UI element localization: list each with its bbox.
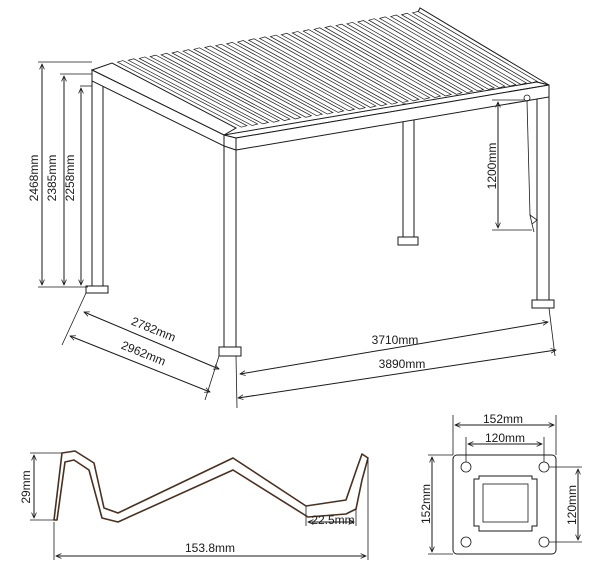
- base-plate-view: 152mm 120mm 152mm 120mm: [419, 412, 582, 555]
- louvre-profile: [53, 450, 369, 523]
- plate-height-outer-label: 152mm: [419, 484, 433, 524]
- louvre-slat: [324, 25, 453, 97]
- crank-mechanism: [523, 94, 538, 233]
- bolt-hole-icon: [538, 461, 550, 473]
- louvre-slat: [389, 14, 517, 87]
- height-dimensions: 2468mm 2385mm 2258mm: [27, 61, 92, 288]
- louvre-slat: [335, 23, 463, 95]
- width-inner-label: 3710mm: [372, 333, 419, 347]
- louvre-slat: [116, 60, 248, 128]
- louvre-slat: [378, 16, 506, 89]
- louvre-slat: [138, 56, 270, 125]
- base-plate-outline: [452, 454, 557, 555]
- depth-inner-label: 2782mm: [129, 314, 178, 344]
- depth-dimensions: 2782mm 2962mm: [61, 292, 219, 401]
- louvre-slat: [171, 51, 302, 120]
- louvre-slat: [302, 29, 431, 100]
- louvre-slat: [247, 38, 377, 108]
- louvre-slat: [291, 31, 420, 102]
- louvre-slat: [356, 20, 485, 92]
- profile-height-label: 29mm: [19, 470, 33, 503]
- louvre-slat: [313, 27, 442, 98]
- louvre-slat: [269, 34, 399, 105]
- louvre-slat: [400, 12, 528, 85]
- louvre-slat: [411, 11, 539, 84]
- louvre-slat: [193, 47, 324, 117]
- pergola-view: 2468mm 2385mm 2258mm 1200mm 2782mm 2962m…: [27, 7, 556, 409]
- louvre-slat: [182, 49, 313, 118]
- bolt-hole-icon: [460, 536, 472, 548]
- height-beam-label: 2385mm: [45, 155, 59, 202]
- bolt-hole-icon: [538, 536, 550, 548]
- crank-height-label: 1200mm: [485, 143, 499, 190]
- left-post: [85, 79, 109, 294]
- profile-width-label: 153.8mm: [185, 541, 235, 555]
- front-post: [218, 136, 242, 357]
- depth-outer-label: 2962mm: [119, 338, 168, 368]
- height-total-label: 2468mm: [27, 155, 41, 202]
- louvre-slat: [280, 32, 410, 103]
- louvre-slat: [258, 36, 388, 107]
- base-plate-inner-outline: [473, 475, 538, 532]
- bolt-hole-icon: [460, 461, 472, 473]
- louvre-slat: [367, 18, 496, 90]
- louvre-slat: [214, 43, 345, 113]
- louvre-slat: [203, 45, 334, 115]
- louvre-slat: [127, 58, 259, 126]
- louvre-slat: [160, 52, 291, 121]
- roof-louvres: [116, 11, 539, 128]
- crank-height-dimension: 1200mm: [485, 99, 532, 231]
- louvre-slat: [346, 21, 474, 94]
- louvre-profile-view: 29mm 22.5mm 153.8mm: [19, 450, 369, 560]
- plate-width-inner-label: 120mm: [485, 431, 525, 445]
- width-dimensions: 3710mm 3890mm: [235, 307, 556, 409]
- louvre-slat: [149, 54, 281, 123]
- right-post: [531, 91, 555, 309]
- roof-frame: [90, 7, 550, 151]
- width-outer-label: 3890mm: [379, 357, 426, 371]
- profile-foot-label: 22.5mm: [311, 513, 354, 527]
- louvre-slat: [236, 40, 367, 110]
- louvre-slat: [225, 42, 356, 112]
- back-right-post: [397, 103, 419, 246]
- height-clear-label: 2258mm: [63, 155, 77, 202]
- plate-height-inner-label: 120mm: [565, 485, 579, 525]
- plate-width-outer-label: 152mm: [483, 412, 523, 426]
